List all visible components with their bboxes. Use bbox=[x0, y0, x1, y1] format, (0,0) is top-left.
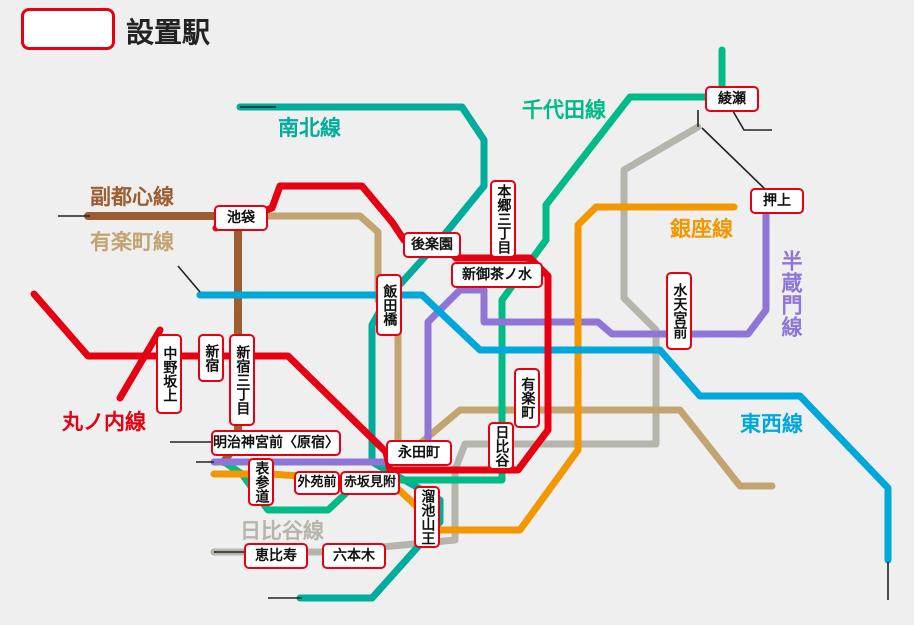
station-ikebukuro[interactable]: 池袋 bbox=[214, 205, 268, 231]
station-hibiya[interactable]: 日比谷 bbox=[488, 422, 514, 470]
station-shinjuku[interactable]: 新宿 bbox=[198, 334, 224, 382]
line-label-yurakucho: 有楽町線 bbox=[90, 230, 174, 254]
line-label-hanzomon: 半蔵門線 bbox=[779, 250, 803, 338]
legend-swatch bbox=[21, 8, 115, 50]
hibiya-line-path bbox=[210, 123, 702, 556]
station-tameike-sanno[interactable]: 溜池山王 bbox=[414, 486, 440, 548]
line-label-ginza: 銀座線 bbox=[670, 217, 733, 241]
tozai-line-path bbox=[196, 291, 892, 564]
station-yurakucho[interactable]: 有楽町 bbox=[514, 368, 540, 428]
line-label-namboku: 南北線 bbox=[278, 116, 341, 140]
tozai-branch-line bbox=[177, 265, 201, 293]
oshiage-branch-line bbox=[701, 127, 767, 191]
marunouchi-line-path bbox=[30, 182, 552, 474]
line-label-hibiya: 日比谷線 bbox=[240, 519, 324, 543]
station-suitengumae[interactable]: 水天宮前 bbox=[666, 272, 692, 350]
line-label-fukutoshin: 副都心線 bbox=[90, 185, 174, 209]
station-korakuen[interactable]: 後楽園 bbox=[403, 232, 461, 258]
station-meiji-jingumae[interactable]: 明治神宮前〈原宿〉 bbox=[211, 430, 341, 456]
station-hongo-sanchome[interactable]: 本郷三丁目 bbox=[490, 180, 516, 258]
yurakucho-line-path bbox=[84, 212, 776, 490]
line-label-chiyoda: 千代田線 bbox=[522, 98, 606, 122]
station-roppongi[interactable]: 六本木 bbox=[322, 543, 386, 569]
station-iidabashi[interactable]: 飯田橋 bbox=[376, 274, 402, 336]
station-omotesando[interactable]: 表参道 bbox=[248, 458, 274, 506]
station-ebisu[interactable]: 恵比寿 bbox=[244, 543, 308, 569]
legend-label: 設置駅 bbox=[126, 16, 211, 49]
station-gaienmae[interactable]: 外苑前 bbox=[294, 471, 340, 495]
line-label-marunouchi: 丸ノ内線 bbox=[62, 410, 146, 434]
ayase-branch-line bbox=[729, 105, 772, 131]
station-ayase[interactable]: 綾瀬 bbox=[705, 86, 759, 112]
station-shin-ochanomizu[interactable]: 新御茶ノ水 bbox=[451, 262, 543, 288]
station-oshiage[interactable]: 押上 bbox=[750, 188, 804, 214]
line-label-tozai: 東西線 bbox=[740, 412, 803, 436]
station-nakano-sakaue[interactable]: 中野坂上 bbox=[156, 334, 182, 414]
station-shinjuku-sanchome[interactable]: 新宿三丁目 bbox=[229, 334, 255, 426]
station-nagatacho[interactable]: 永田町 bbox=[386, 440, 452, 466]
station-akasaka-mitsuke[interactable]: 赤坂見附 bbox=[340, 471, 400, 495]
